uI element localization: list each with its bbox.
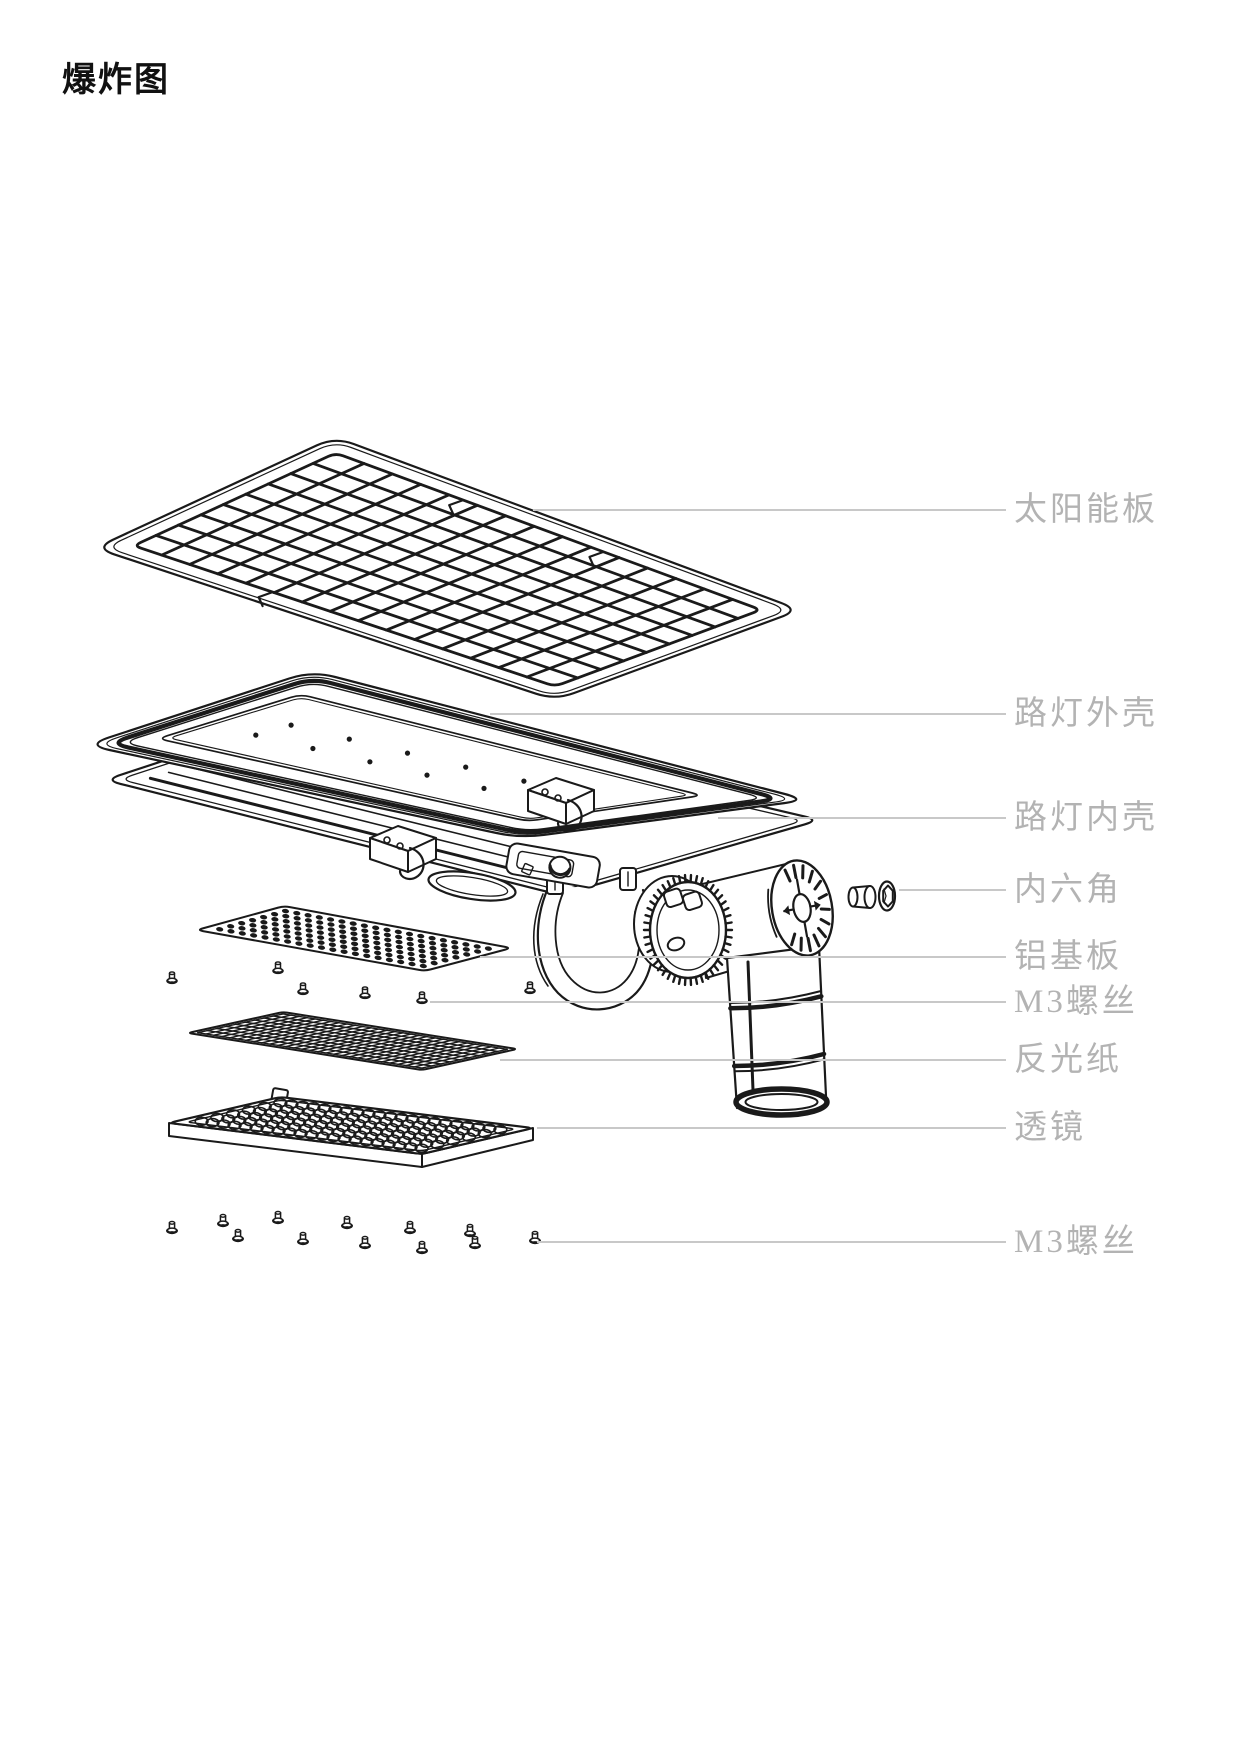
outer-shell-drawing [96, 673, 798, 838]
m3-screw [272, 1210, 284, 1225]
m3-screw [416, 991, 428, 1005]
hex-socket-screw-drawing [847, 880, 897, 912]
part-label-solar-panel: 太阳能板 [1014, 492, 1158, 528]
pole-tube [725, 944, 830, 1118]
m3-screw [166, 1220, 178, 1235]
part-label-aluminum-pcb: 铝基板 [1014, 939, 1122, 975]
m3-screws-upper-drawing [166, 961, 536, 1005]
adjust-gear [633, 873, 734, 987]
m3-screw [404, 1220, 416, 1235]
m3-screw [297, 1231, 309, 1246]
part-label-outer-shell: 路灯外壳 [1014, 696, 1158, 732]
leader-lines [430, 509, 1006, 1243]
m3-screw [469, 1235, 481, 1250]
m3-screw [297, 982, 309, 996]
part-label-m3-screws-lower: M3螺丝 [1014, 1224, 1138, 1260]
page-title: 爆炸图 [62, 61, 170, 99]
mounting-bracket [527, 777, 595, 832]
part-label-inner-shell: 路灯内壳 [1014, 800, 1158, 836]
m3-screw [341, 1215, 353, 1230]
m3-screw [524, 981, 536, 995]
m3-screw [217, 1213, 229, 1228]
part-label-reflective-paper: 反光纸 [1014, 1042, 1122, 1078]
m3-screw [416, 1240, 428, 1255]
part-label-lens: 透镜 [1014, 1110, 1086, 1146]
reflective-paper-drawing [188, 1011, 517, 1071]
m3-screw [359, 1235, 371, 1250]
m3-screw [166, 971, 178, 985]
m3-screw [232, 1228, 244, 1243]
m3-screw [464, 1223, 476, 1238]
wire-hole-oval [427, 870, 517, 902]
angle-dial [767, 859, 834, 957]
m3-screw [272, 961, 284, 975]
part-label-m3-screws-upper: M3螺丝 [1014, 984, 1138, 1020]
m3-screw [359, 986, 371, 1000]
solar-panel-drawing [103, 439, 792, 698]
sensor-plate [505, 842, 601, 889]
lens-drawing [168, 1087, 534, 1168]
inner-shell-details [369, 777, 601, 902]
m3-screws-lower-drawing [166, 1210, 541, 1255]
mounting-bracket [369, 825, 437, 880]
aluminum-pcb-drawing [198, 905, 510, 972]
part-label-hex-socket-screw: 内六角 [1014, 872, 1122, 908]
